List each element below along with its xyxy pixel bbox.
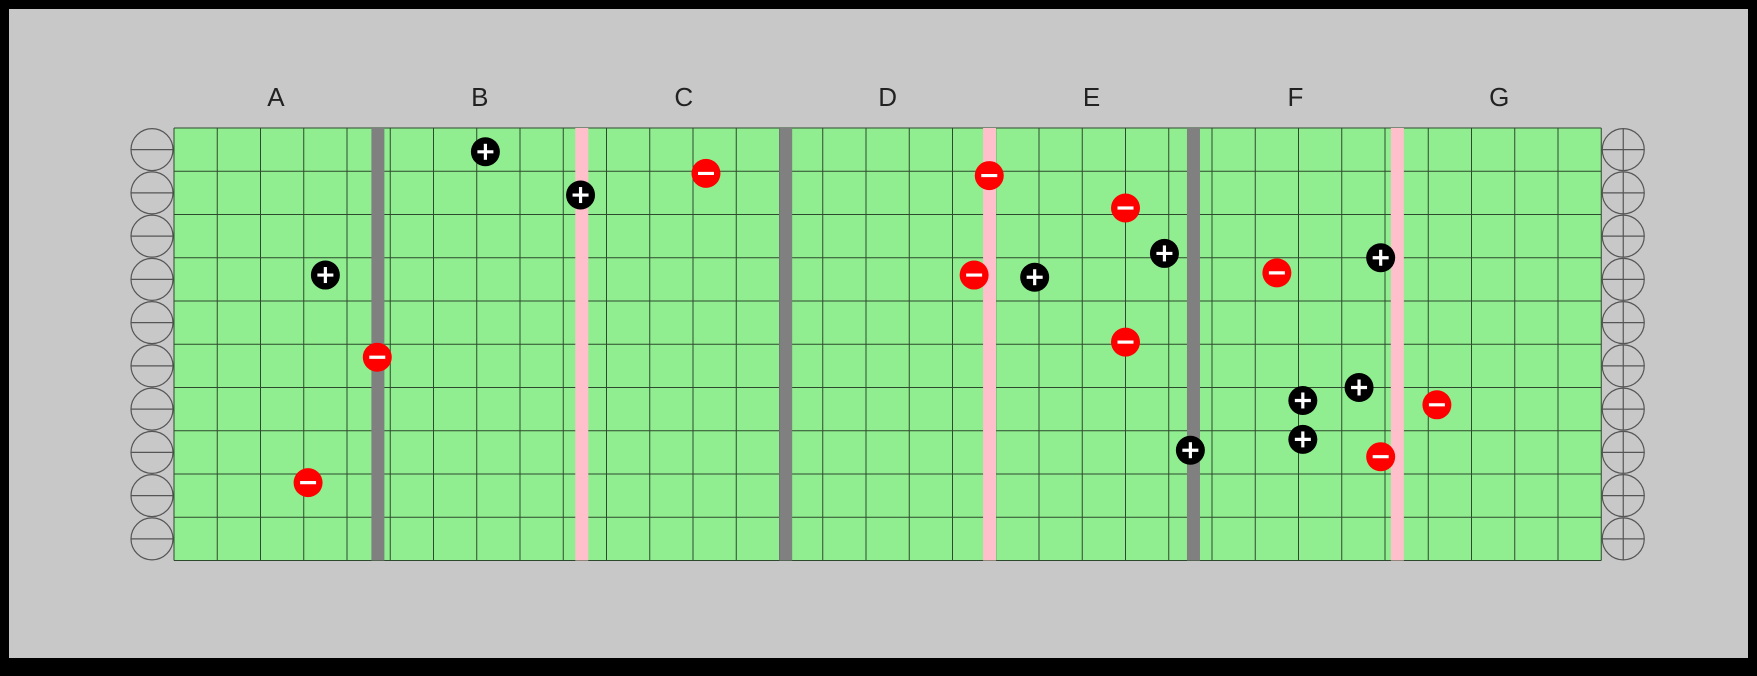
negative-charge-icon[interactable] (691, 158, 721, 188)
positive-charge-icon[interactable] (1366, 243, 1396, 273)
positive-charge-icon[interactable] (1288, 424, 1318, 454)
negative-charge-icon[interactable] (362, 342, 392, 372)
positive-plate-icon (1601, 128, 1645, 172)
positive-charge-icon[interactable] (1288, 385, 1318, 415)
negative-plate-icon (130, 430, 174, 474)
negative-charge-icon[interactable] (974, 161, 1004, 191)
positive-charge-icon[interactable] (1175, 435, 1205, 465)
positive-charge-icon[interactable] (310, 260, 340, 290)
positive-plate-icon (1601, 344, 1645, 388)
positive-plate-icon (1601, 387, 1645, 431)
negative-plate-icon (130, 171, 174, 215)
column-label: C (674, 82, 693, 112)
positive-plate-icon (1601, 301, 1645, 345)
negative-plate-icon (130, 344, 174, 388)
positive-plate-icon (1601, 517, 1645, 561)
column-labels: A B C D E F G (267, 82, 1509, 112)
side-plates (130, 128, 1645, 561)
column-label: A (267, 82, 285, 112)
gray-divider (779, 128, 793, 561)
column-label: E (1083, 82, 1100, 112)
positive-charge-icon[interactable] (470, 137, 500, 167)
negative-plate-icon (130, 517, 174, 561)
negative-plate-icon (130, 214, 174, 258)
pink-divider (983, 128, 997, 561)
positive-charge-icon[interactable] (1020, 262, 1050, 292)
negative-plate-icon (130, 257, 174, 301)
positive-plate-icon (1601, 430, 1645, 474)
gray-divider (1186, 128, 1200, 561)
charges (293, 137, 1452, 498)
negative-charge-icon[interactable] (959, 260, 989, 290)
positive-plate-icon (1601, 171, 1645, 215)
negative-charge-icon[interactable] (1111, 193, 1140, 223)
negative-plate-icon (130, 128, 174, 172)
negative-charge-icon[interactable] (1111, 327, 1140, 357)
positive-plate-icon (1601, 474, 1645, 518)
positive-plate-icon (1601, 257, 1645, 301)
charge-board: A B C D E F G (130, 82, 1645, 561)
negative-charge-icon[interactable] (1366, 442, 1396, 472)
positive-charge-icon[interactable] (566, 180, 596, 210)
column-label: D (878, 82, 897, 112)
negative-charge-icon[interactable] (1262, 258, 1292, 288)
pink-divider (575, 128, 589, 561)
positive-charge-icon[interactable] (1149, 238, 1179, 268)
pink-divider (1390, 128, 1404, 561)
negative-plate-icon (130, 474, 174, 518)
column-label: G (1489, 82, 1509, 112)
column-label: B (471, 82, 488, 112)
negative-plate-icon (130, 387, 174, 431)
negative-charge-icon[interactable] (1422, 390, 1452, 420)
negative-charge-icon[interactable] (293, 468, 323, 498)
positive-plate-icon (1601, 214, 1645, 258)
column-label: F (1287, 82, 1303, 112)
negative-plate-icon (130, 301, 174, 345)
positive-charge-icon[interactable] (1344, 373, 1374, 402)
